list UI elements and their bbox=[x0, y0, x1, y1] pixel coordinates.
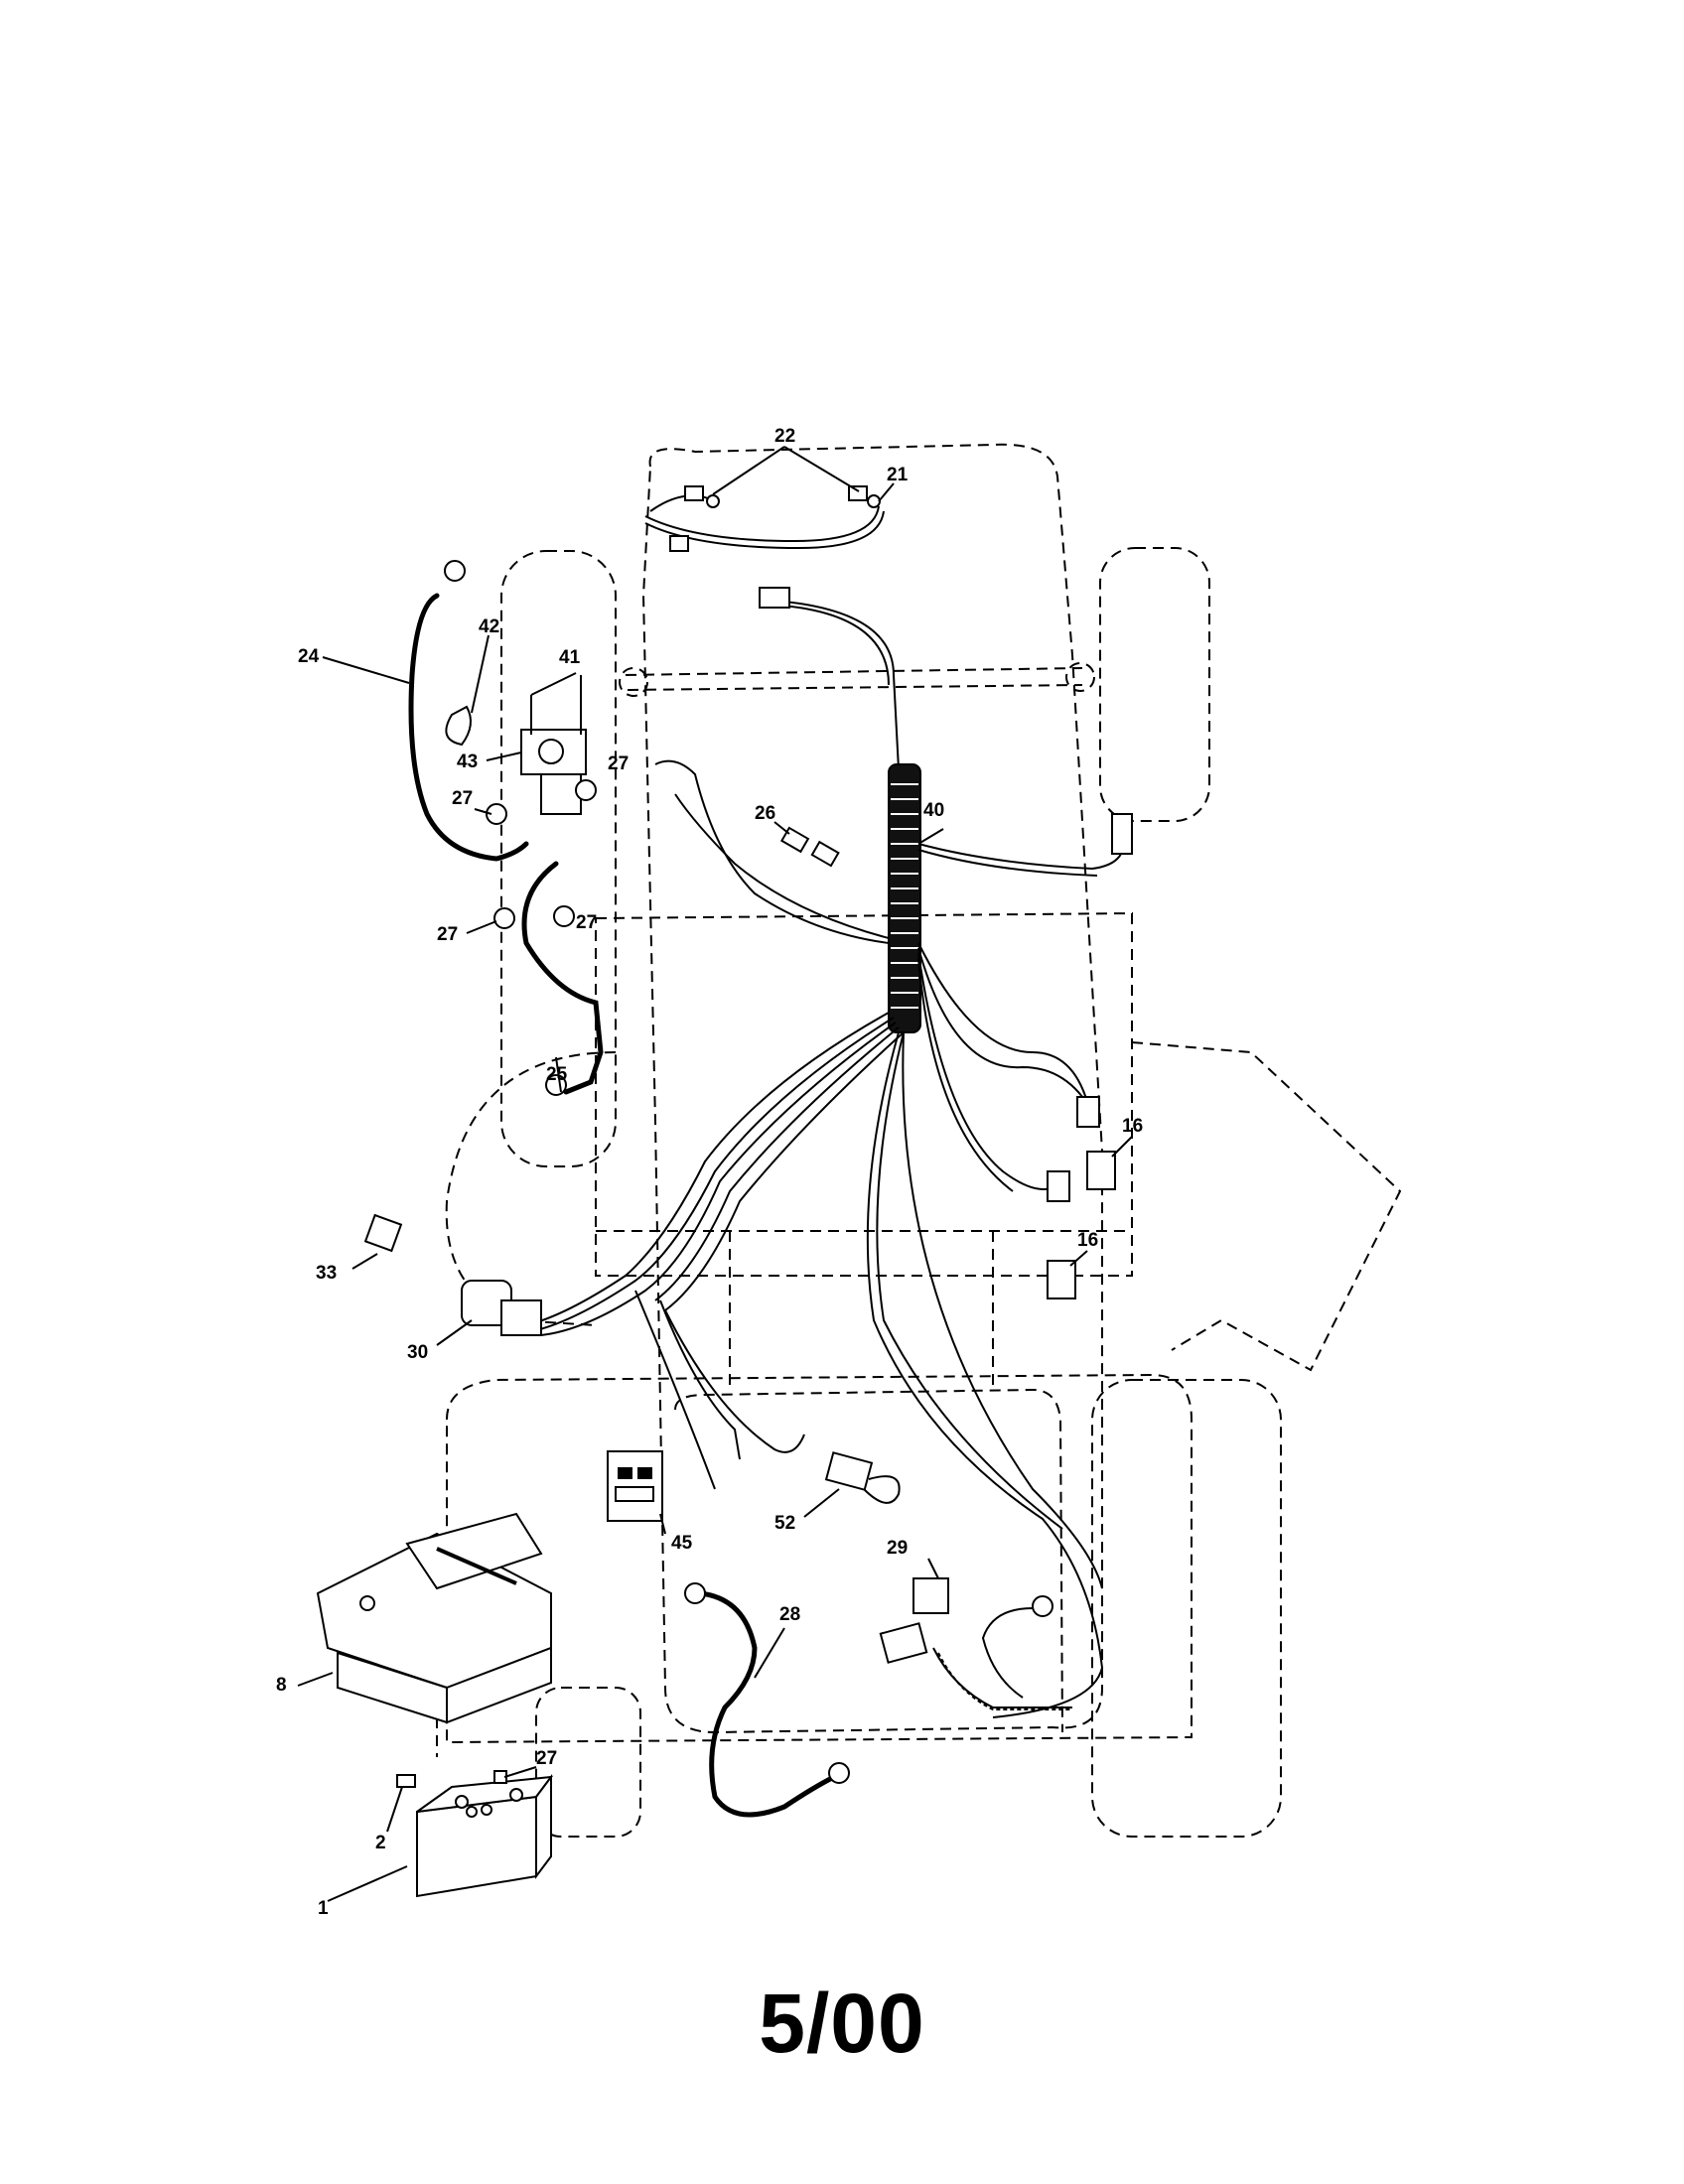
cable-25 bbox=[521, 861, 604, 1095]
nut-27 bbox=[486, 803, 507, 825]
nut-27 bbox=[553, 905, 575, 927]
callout-33: 33 bbox=[316, 1263, 337, 1284]
callout-27: 27 bbox=[536, 1748, 557, 1769]
tractor-outline bbox=[436, 443, 1402, 1838]
callout-22: 22 bbox=[774, 426, 795, 447]
callout-labels: 22 21 24 42 41 43 27 27 27 27 26 40 25 1… bbox=[276, 426, 1143, 1919]
coiled-cord bbox=[879, 1595, 1072, 1710]
callout-16: 16 bbox=[1077, 1230, 1098, 1251]
battery-1 bbox=[416, 1774, 554, 1898]
main-harness bbox=[525, 587, 1133, 1718]
callout-21: 21 bbox=[887, 465, 909, 485]
callout-27: 27 bbox=[576, 912, 597, 933]
callout-45: 45 bbox=[671, 1533, 693, 1554]
callout-27: 27 bbox=[608, 753, 629, 774]
relay-52 bbox=[824, 1451, 901, 1504]
battery-box-8 bbox=[316, 1512, 552, 1724]
callout-42: 42 bbox=[479, 616, 499, 637]
callout-28: 28 bbox=[779, 1604, 800, 1625]
callout-29: 29 bbox=[887, 1538, 908, 1559]
callout-27: 27 bbox=[452, 788, 473, 809]
revision-date: 5/00 bbox=[759, 1977, 925, 2070]
callout-2: 2 bbox=[375, 1833, 386, 1853]
loom-ridges bbox=[891, 783, 918, 1009]
callout-16: 16 bbox=[1122, 1116, 1143, 1137]
callout-1: 1 bbox=[318, 1898, 329, 1919]
switch-16 bbox=[1086, 1151, 1116, 1190]
callout-24: 24 bbox=[298, 646, 320, 667]
callout-40: 40 bbox=[923, 800, 944, 821]
callout-27: 27 bbox=[437, 924, 458, 945]
switch-29 bbox=[912, 1577, 949, 1614]
headlight-harness bbox=[644, 485, 885, 552]
battery-cable-24 bbox=[408, 593, 529, 862]
callout-43: 43 bbox=[457, 751, 478, 772]
fuse-33 bbox=[363, 1213, 403, 1253]
clip-42 bbox=[445, 705, 472, 747]
callout-52: 52 bbox=[774, 1513, 795, 1534]
callout-41: 41 bbox=[559, 647, 581, 668]
callout-25: 25 bbox=[546, 1064, 568, 1085]
nut-27 bbox=[493, 907, 515, 929]
switch-16 bbox=[1047, 1260, 1076, 1299]
callout-26: 26 bbox=[755, 803, 775, 824]
connector-26 bbox=[810, 840, 840, 868]
callout-8: 8 bbox=[276, 1675, 287, 1696]
nut-27 bbox=[575, 779, 597, 801]
bolt-2 bbox=[396, 1774, 416, 1788]
ignition-switch-30 bbox=[461, 1280, 542, 1336]
module-45 bbox=[607, 1450, 663, 1522]
callout-30: 30 bbox=[407, 1342, 428, 1363]
solenoid-43 bbox=[520, 672, 587, 815]
cable-28 bbox=[697, 1590, 837, 1818]
